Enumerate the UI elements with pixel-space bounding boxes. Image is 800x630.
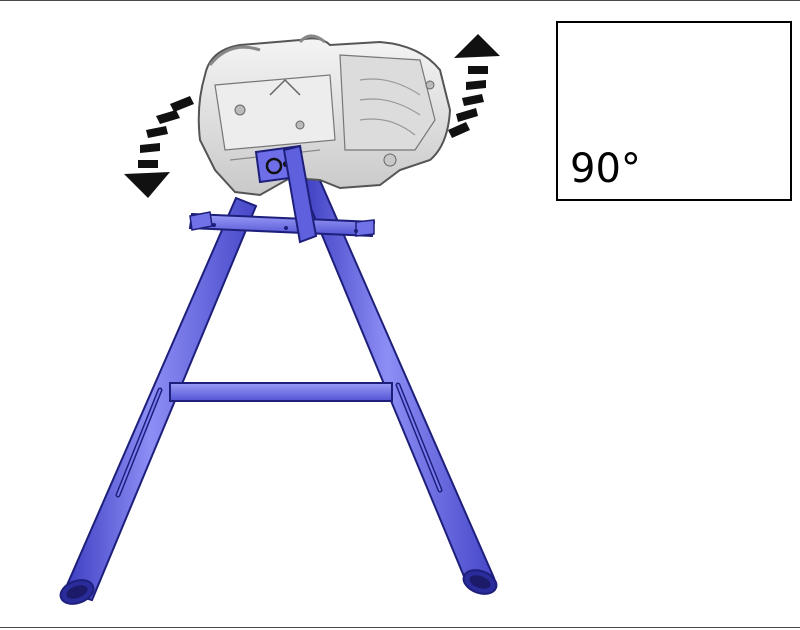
rotate-right-arrow-icon bbox=[448, 34, 500, 138]
cross-brace bbox=[169, 382, 393, 402]
right-leg bbox=[298, 174, 498, 595]
transmission-unit bbox=[197, 34, 452, 197]
top-mounting-bar bbox=[188, 211, 376, 238]
rotation-inset-panel bbox=[556, 21, 792, 201]
left-leg bbox=[59, 196, 258, 605]
bottom-border-line bbox=[0, 627, 800, 628]
top-border-line bbox=[0, 0, 800, 1]
mounting-bracket bbox=[254, 144, 318, 244]
rotate-left-arrow-icon bbox=[124, 96, 194, 198]
angle-label: 90° bbox=[570, 146, 641, 192]
